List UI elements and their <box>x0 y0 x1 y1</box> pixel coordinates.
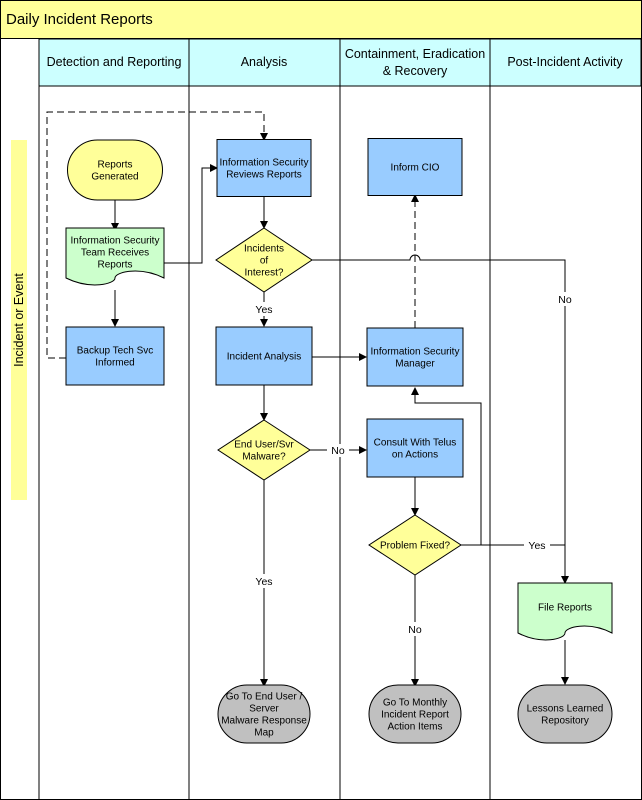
node-label-malware: Malware? <box>242 452 286 463</box>
lane-title-post: Post-Incident Activity <box>507 55 623 69</box>
node-file-reports: File Reports <box>517 582 613 641</box>
node-shape-reports-generated <box>67 139 163 201</box>
node-label-lessons-learned: Lessons Learned <box>527 704 604 715</box>
node-label-inform-cio: Inform CIO <box>391 163 440 174</box>
node-shape-inform-cio <box>367 138 463 196</box>
node-label-incident-analysis: Incident Analysis <box>227 352 302 363</box>
node-label-go-monthly: Action Items <box>387 722 442 733</box>
node-label-incidents-interest: Interest? <box>245 268 284 279</box>
node-label-incidents-interest: of <box>260 256 269 267</box>
node-label-go-malware-map: Go To End User / <box>226 692 303 703</box>
node-label-go-malware-map: Server <box>249 704 279 715</box>
label-interest-yes: Yes <box>255 304 272 316</box>
lane-title-analysis: Analysis <box>241 55 288 69</box>
node-label-team-receives: Information Security <box>71 236 160 247</box>
phase-bar <box>11 140 27 500</box>
node-label-infosec-manager: Manager <box>395 359 435 370</box>
edge-interest-no <box>312 254 569 584</box>
node-label-go-malware-map: Malware Response <box>221 716 307 727</box>
node-label-consult-telus: Consult With Telus <box>374 438 457 449</box>
node-label-go-monthly: Go To Monthly <box>383 698 447 709</box>
node-label-team-receives: Reports <box>97 260 132 271</box>
label-fixed-no: No <box>408 624 422 636</box>
node-shape-infosec-reviews <box>216 139 312 197</box>
node-problem-fixed: Problem Fixed? <box>368 514 462 576</box>
node-label-reports-generated: Reports <box>97 160 132 171</box>
node-shape-backup-tech <box>65 326 165 386</box>
lane-header-detection <box>38 38 190 87</box>
node-label-infosec-reviews: Information Security <box>220 158 309 169</box>
lane-title-detection-line: Detection and Reporting <box>47 55 182 69</box>
lane-header-post <box>489 38 642 87</box>
node-label-incidents-interest: Incidents <box>244 244 284 255</box>
node-label-reports-generated: Generated <box>91 172 138 183</box>
node-label-problem-fixed: Problem Fixed? <box>380 541 450 552</box>
node-label-malware: End User/Svr <box>234 440 294 451</box>
node-shape-malware <box>217 419 311 481</box>
title-bar <box>0 0 642 39</box>
node-label-backup-tech: Backup Tech Svc <box>77 346 154 357</box>
node-label-consult-telus: on Actions <box>392 450 438 461</box>
node-label-lessons-learned: Repository <box>541 716 589 727</box>
node-label-team-receives: Team Receives <box>81 248 149 259</box>
node-shape-incidents-interest <box>215 227 313 293</box>
edge-labels: No Yes No Yes Yes No <box>251 292 578 636</box>
edge-team-to-reviews <box>164 164 218 264</box>
node-label-file-reports: File Reports <box>538 603 592 614</box>
diagram-title: Daily Incident Reports <box>6 11 153 28</box>
lane-title-containment: Containment, Eradication & Recovery <box>345 47 485 78</box>
node-shape-infosec-manager <box>366 327 464 387</box>
node-shape-team-receives <box>65 227 165 286</box>
label-malware-yes: Yes <box>255 576 272 588</box>
edge-fixed-to-manager <box>411 387 482 546</box>
node-incident-analysis: Incident Analysis <box>215 326 313 386</box>
node-shape-go-monthly <box>368 684 462 744</box>
node-label-backup-tech: Informed <box>95 358 134 369</box>
node-label-infosec-reviews: Reviews Reports <box>226 170 302 181</box>
label-interest-no: No <box>558 294 572 306</box>
node-shape-file-reports <box>517 582 613 641</box>
node-inform-cio: Inform CIO <box>367 138 463 196</box>
lane-title-post-line: Post-Incident Activity <box>507 55 623 69</box>
node-label-go-malware-map: Map <box>254 728 274 739</box>
lane-title-detection: Detection and Reporting <box>47 55 182 69</box>
lane-header-analysis <box>188 38 341 87</box>
lane-title-analysis-line: Analysis <box>241 55 288 69</box>
lane-header-containment <box>339 38 491 87</box>
node-shape-consult-telus <box>366 418 464 478</box>
node-shape-problem-fixed <box>368 514 462 576</box>
node-label-go-monthly: Incident Report <box>381 710 449 721</box>
node-shape-go-malware-map <box>217 684 311 744</box>
lane-title-containment-line-2: & Recovery <box>383 64 448 78</box>
node-shape-incident-analysis <box>215 326 313 386</box>
edge-backup-to-reviews <box>46 111 268 359</box>
label-malware-no: No <box>331 445 345 457</box>
node-label-infosec-manager: Information Security <box>371 347 460 358</box>
node-shape-lessons-learned <box>517 684 613 744</box>
lane-title-containment-line-1: Containment, Eradication <box>345 47 485 61</box>
label-fixed-yes: Yes <box>528 540 545 552</box>
phase-label: Incident or Event <box>12 273 26 367</box>
